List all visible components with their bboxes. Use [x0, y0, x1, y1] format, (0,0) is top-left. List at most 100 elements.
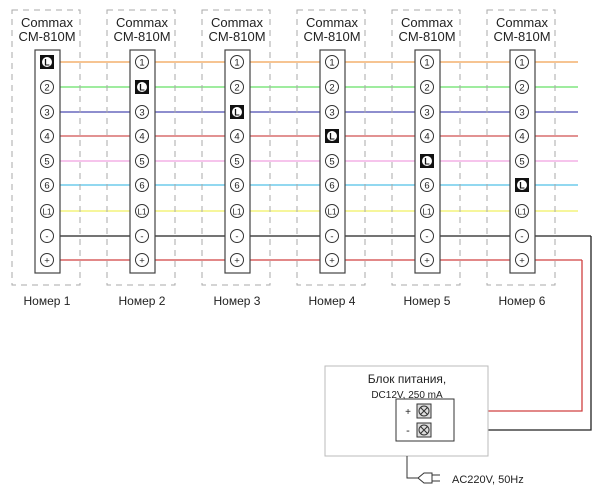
unit-outline [391, 9, 461, 286]
svg-text:1: 1 [139, 58, 144, 69]
svg-text:L1: L1 [43, 208, 52, 217]
terminal-1: 1 [135, 55, 149, 69]
unit-caption: Номер 2 [119, 294, 166, 308]
terminal-2: 2 [515, 80, 529, 94]
svg-text:-: - [140, 232, 143, 243]
terminal-6: L [515, 178, 529, 192]
svg-text:2: 2 [519, 83, 524, 94]
svg-text:+: + [234, 256, 240, 267]
terminal-+: + [420, 253, 434, 267]
unit-model: CM-810M [303, 29, 360, 44]
terminal-4: 4 [420, 129, 434, 143]
svg-text:2: 2 [234, 83, 239, 94]
svg-text:5: 5 [329, 157, 334, 168]
svg-text:L: L [44, 58, 50, 68]
svg-text:-: - [235, 232, 238, 243]
terminal-4: 4 [40, 129, 54, 143]
svg-text:2: 2 [329, 83, 334, 94]
terminal-6: 6 [135, 178, 149, 192]
unit-model: CM-810M [493, 29, 550, 44]
svg-text:-: - [330, 232, 333, 243]
unit-outline [11, 9, 81, 286]
terminal-L1: L1 [325, 204, 339, 218]
terminal-5: 5 [135, 154, 149, 168]
svg-text:-: - [520, 232, 523, 243]
svg-text:4: 4 [139, 132, 144, 143]
unit-brand: Commax [306, 15, 359, 30]
terminal-6: 6 [420, 178, 434, 192]
svg-text:6: 6 [44, 181, 49, 192]
terminal-3: 3 [325, 105, 339, 119]
svg-text:1: 1 [329, 58, 334, 69]
terminal--: - [135, 229, 149, 243]
psu-minus-screw-icon [416, 422, 432, 438]
terminal-5: 5 [230, 154, 244, 168]
unit-brand: Commax [211, 15, 264, 30]
svg-text:3: 3 [424, 108, 429, 119]
terminal-3: 3 [135, 105, 149, 119]
terminal-3: 3 [515, 105, 529, 119]
terminal-3: L [230, 105, 244, 119]
unit-outline [296, 9, 366, 286]
terminal-1: 1 [230, 55, 244, 69]
terminal-1: 1 [515, 55, 529, 69]
psu-spec: DC12V, 250 mA [371, 390, 443, 401]
terminal-2: 2 [230, 80, 244, 94]
svg-text:5: 5 [44, 157, 49, 168]
terminal-1: 1 [420, 55, 434, 69]
svg-text:-: - [425, 232, 428, 243]
svg-text:3: 3 [44, 108, 49, 119]
svg-text:3: 3 [519, 108, 524, 119]
terminal-+: + [325, 253, 339, 267]
unit-caption: Номер 3 [214, 294, 261, 308]
terminal--: - [325, 229, 339, 243]
svg-text:1: 1 [519, 58, 524, 69]
unit-model: CM-810M [113, 29, 170, 44]
svg-text:5: 5 [139, 157, 144, 168]
terminal-L1: L1 [40, 204, 54, 218]
svg-text:1: 1 [234, 58, 239, 69]
terminal-L1: L1 [230, 204, 244, 218]
terminal-1: 1 [325, 55, 339, 69]
terminal-6: 6 [230, 178, 244, 192]
svg-text:L: L [329, 132, 335, 142]
terminal-6: 6 [325, 178, 339, 192]
unit-model: CM-810M [18, 29, 75, 44]
svg-text:+: + [329, 256, 335, 267]
svg-text:2: 2 [44, 83, 49, 94]
svg-text:+: + [519, 256, 525, 267]
psu-plus-screw-icon [416, 403, 432, 419]
svg-text:+: + [44, 256, 50, 267]
power-supply: Блок питания, DC12V, 250 mA + - AC220V, … [324, 365, 524, 486]
mains-label: AC220V, 50Hz [452, 474, 524, 486]
terminal-3: 3 [420, 105, 434, 119]
svg-text:3: 3 [329, 108, 334, 119]
psu-plus-label: + [405, 407, 411, 418]
svg-text:L: L [519, 181, 525, 191]
svg-text:-: - [45, 232, 48, 243]
unit-brand: Commax [21, 15, 74, 30]
mains-cable [406, 456, 418, 479]
svg-text:6: 6 [424, 181, 429, 192]
terminal--: - [40, 229, 54, 243]
terminal-+: + [515, 253, 529, 267]
svg-text:6: 6 [329, 181, 334, 192]
svg-text:4: 4 [519, 132, 524, 143]
terminal--: - [515, 229, 529, 243]
psu-title: Блок питания, [368, 372, 447, 386]
unit-model: CM-810M [208, 29, 265, 44]
terminal-5: 5 [325, 154, 339, 168]
unit-brand: Commax [401, 15, 454, 30]
terminal-+: + [135, 253, 149, 267]
svg-text:L1: L1 [423, 208, 432, 217]
svg-text:5: 5 [234, 157, 239, 168]
terminal-L1: L1 [515, 204, 529, 218]
svg-text:4: 4 [44, 132, 49, 143]
svg-text:4: 4 [234, 132, 239, 143]
unit-outline [106, 9, 176, 286]
unit-model: CM-810M [398, 29, 455, 44]
